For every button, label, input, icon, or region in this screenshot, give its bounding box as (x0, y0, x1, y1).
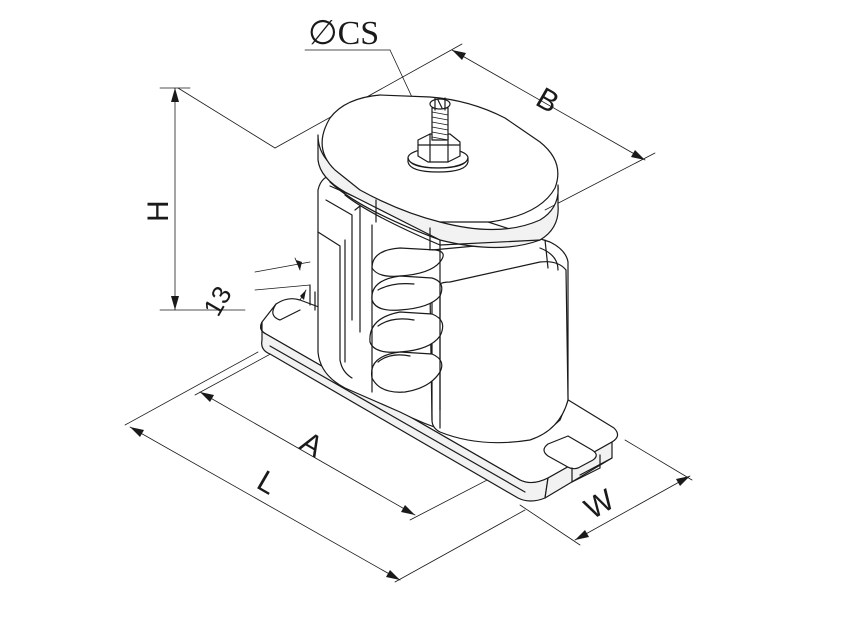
h-label: H (142, 200, 175, 222)
w-label: W (579, 483, 621, 526)
b-label: B (531, 81, 565, 120)
thickness-label: 13 (197, 281, 237, 321)
h-dimension: H (142, 87, 246, 311)
stud-assembly (407, 97, 469, 173)
spring-coils (369, 224, 444, 411)
cs-label: ∅CS (308, 15, 379, 52)
l-label: L (252, 464, 283, 501)
a-label: A (295, 425, 329, 464)
cs-dimension: ∅CS (304, 15, 433, 141)
